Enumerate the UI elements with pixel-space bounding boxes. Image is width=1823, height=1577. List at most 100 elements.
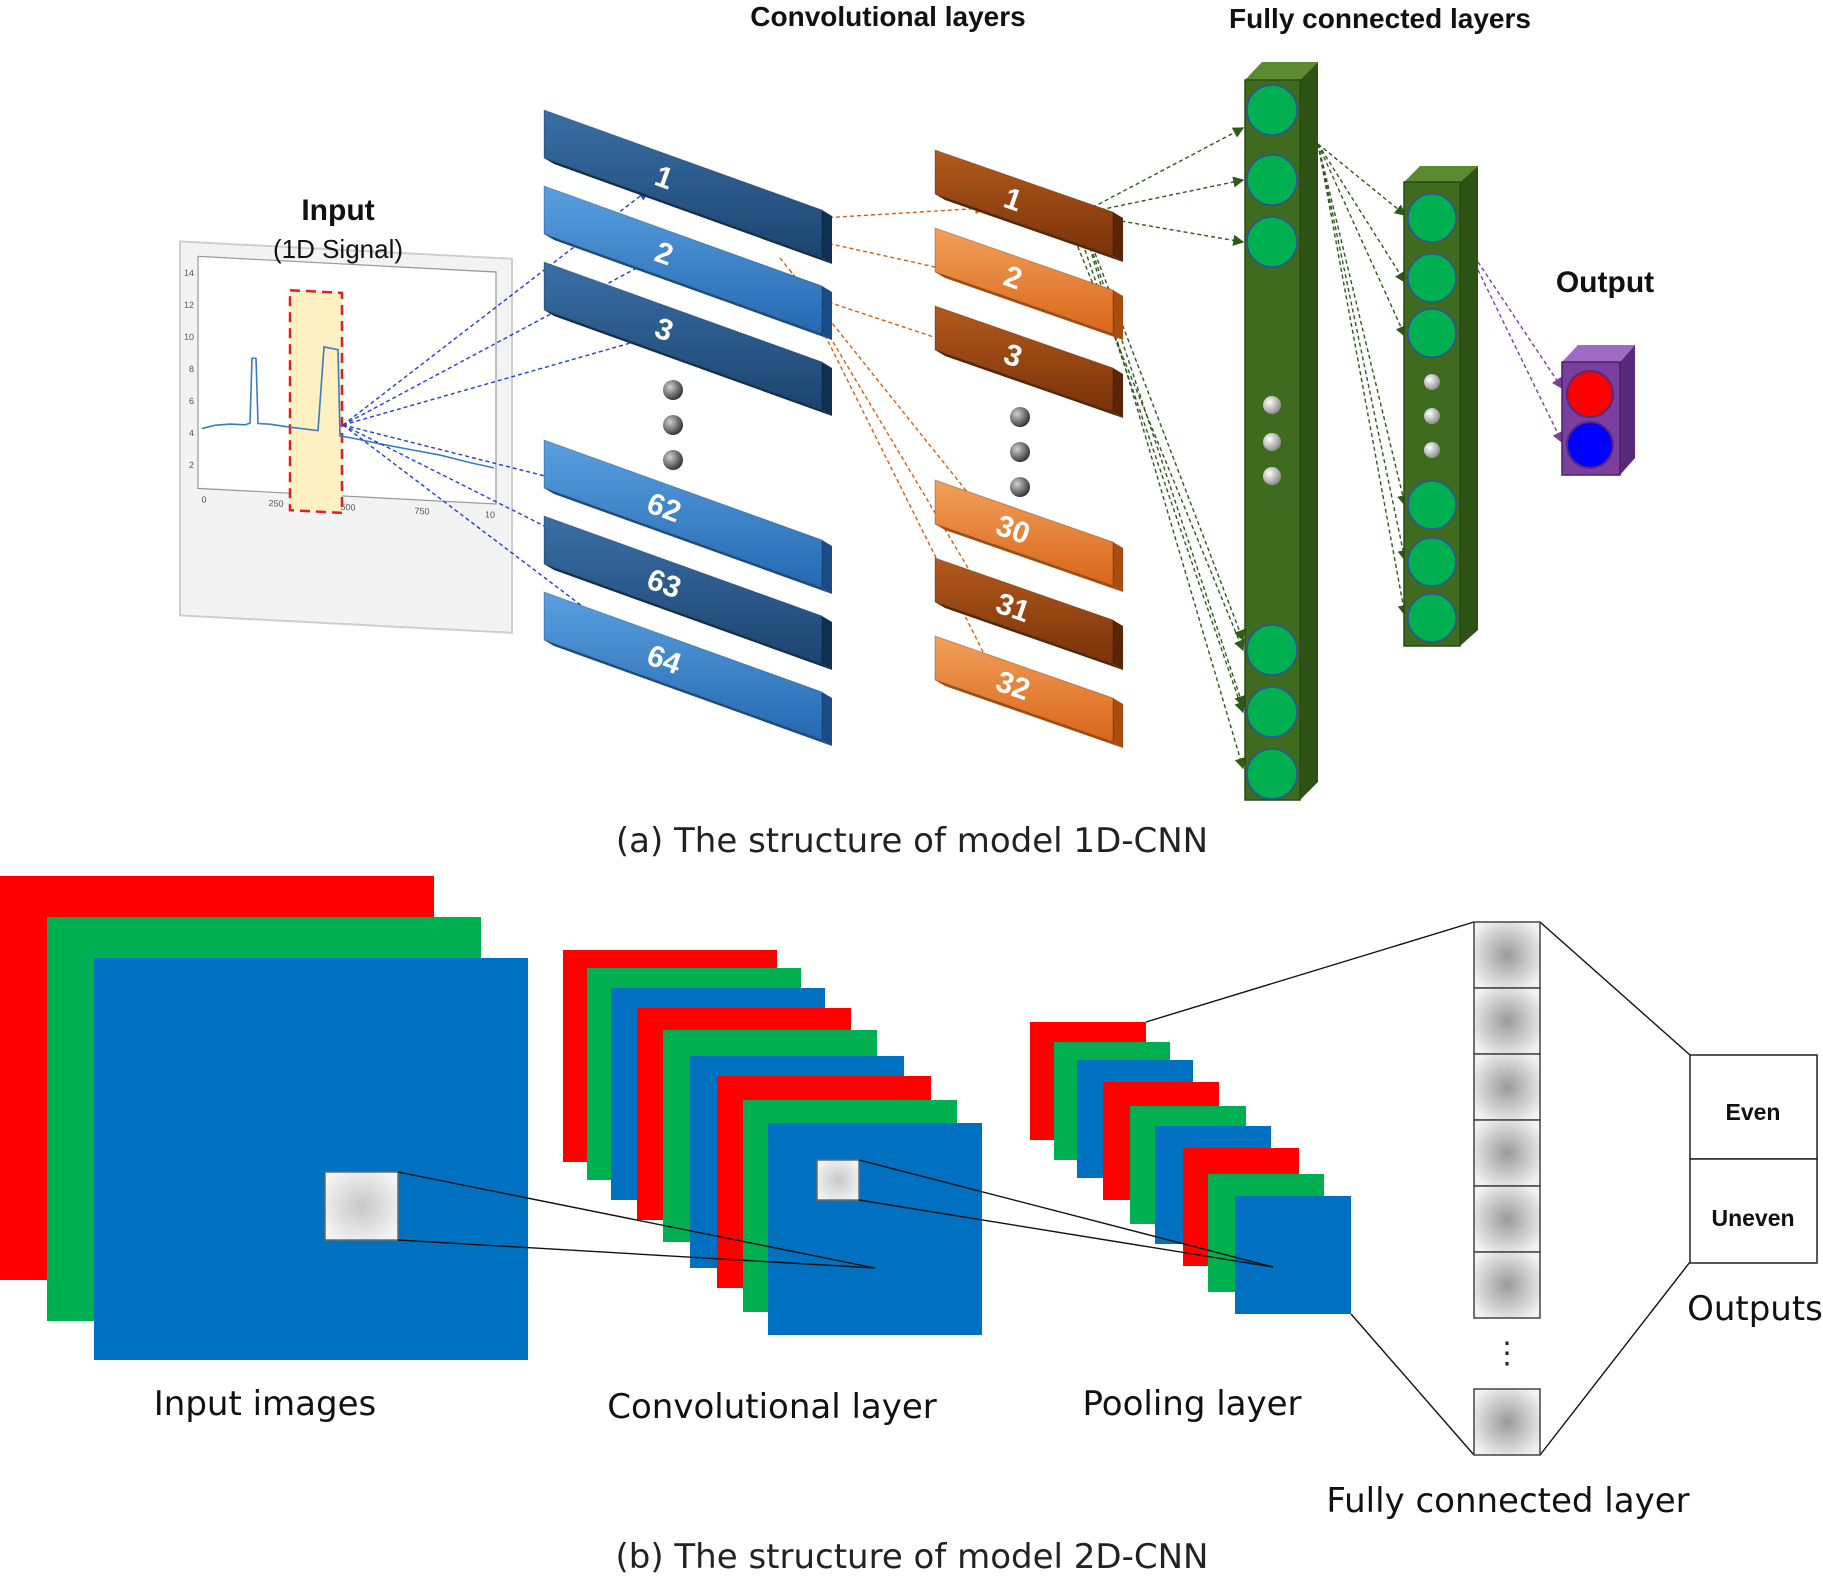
signal-y-tick: 10 <box>184 332 194 343</box>
fc1-to-fc2-arrow <box>1317 143 1407 216</box>
fc1-to-fc2-arrow <box>1317 143 1409 562</box>
filter-bottom-face <box>935 194 1123 262</box>
fc1-node <box>1246 84 1298 136</box>
conv2-filter-2: 2 <box>934 227 1123 340</box>
output-top-face <box>1562 345 1635 362</box>
fc2-ellipsis-dot <box>1424 408 1440 424</box>
filter-bottom-face <box>544 488 832 594</box>
ellipsis-dot <box>1010 442 1030 462</box>
conv2-to-fc1-arrow <box>1079 213 1245 642</box>
fc2-ellipsis-dot <box>1424 442 1440 458</box>
filter-front-face <box>543 261 823 411</box>
filter-front-face <box>934 227 1114 335</box>
fc1-ellipsis-dot <box>1263 433 1281 451</box>
conv2-filter-3: 3 <box>934 305 1123 418</box>
output-box <box>1561 345 1635 476</box>
fc2-node <box>1407 193 1457 243</box>
conv-receptive-patch <box>816 1159 860 1201</box>
fc-column <box>1473 921 1541 1456</box>
pooling-maps-stack <box>1030 1022 1351 1314</box>
filter-side-face <box>822 286 832 340</box>
fc1-node <box>1246 154 1298 206</box>
output-node-red <box>1566 370 1614 418</box>
fc2-to-output-arrow <box>1477 261 1563 390</box>
output-header: Output <box>1556 266 1654 299</box>
input-to-conv1-arrow <box>342 424 650 579</box>
fc1-to-fc2-arrow <box>1317 143 1407 338</box>
signal-x-tick: 500 <box>340 502 355 513</box>
fc-ellipsis: ⋮ <box>1492 1337 1522 1370</box>
pool-map-front <box>1235 1196 1351 1314</box>
outputs-box: Even Uneven <box>1689 1054 1818 1264</box>
projection-line <box>1350 1313 1475 1456</box>
projection-line <box>1539 921 1691 1056</box>
filter-front-face <box>934 479 1114 587</box>
signal-x-tick: 0 <box>201 495 206 505</box>
input-subtitle: (1D Signal) <box>273 234 403 264</box>
conv1-to-conv2-arrow <box>799 284 991 668</box>
filter-front-face <box>543 439 823 589</box>
input-to-conv1-arrow <box>342 189 650 426</box>
filter-front-face <box>934 305 1114 413</box>
input-image-blue <box>94 958 528 1360</box>
fc2-top-face <box>1404 166 1478 182</box>
conv2-to-fc1-arrow <box>1079 127 1245 215</box>
fc2-node <box>1407 537 1457 587</box>
fc-layers-header: Fully connected layers <box>1229 3 1531 34</box>
projection-line <box>858 1159 1274 1268</box>
conv1-filter-3: 3 <box>543 261 832 416</box>
output-class-cell <box>1689 1158 1818 1264</box>
conv-feature-maps-stack <box>563 950 982 1335</box>
output-class-uneven: Uneven <box>1711 1205 1794 1231</box>
conv1-ellipsis <box>663 380 683 470</box>
filter-side-face <box>1113 290 1123 340</box>
filter-bottom-face <box>935 602 1123 670</box>
projection-line <box>1539 1261 1691 1456</box>
filter-front-face <box>934 635 1114 743</box>
conv-map-front <box>768 1123 982 1335</box>
filter-bottom-face <box>544 564 832 670</box>
fc-layer-2 <box>1403 166 1478 647</box>
conv1-filter-2: 2 <box>543 185 832 340</box>
signal-y-tick: 6 <box>189 396 194 406</box>
signal-x-tick: 750 <box>414 506 429 517</box>
signal-y-tick: 14 <box>184 268 194 279</box>
fc1-node <box>1246 624 1298 676</box>
fc2-node <box>1407 593 1457 643</box>
fc1-to-fc2-arrow <box>1317 143 1409 507</box>
conv1-filter-64: 64 <box>543 591 832 746</box>
fc-neuron-cell <box>1473 987 1541 1055</box>
filter-front-face <box>543 591 823 741</box>
fc1-ellipsis-dot <box>1263 396 1281 414</box>
fc2-nodes <box>1407 193 1457 643</box>
output-side-face <box>1620 345 1635 475</box>
output-class-cell <box>1689 1054 1818 1160</box>
filter-front-face <box>543 109 823 259</box>
filter-bottom-face <box>935 680 1123 748</box>
ellipsis-dot <box>1010 407 1030 427</box>
conv2-filter-31: 31 <box>934 557 1123 670</box>
label-input-images: Input images <box>154 1384 376 1424</box>
signal-y-tick: 8 <box>189 364 194 374</box>
fc-neuron-cell <box>1473 1119 1541 1187</box>
label-conv-layer: Convolutional layer <box>607 1387 937 1427</box>
filter-front-face <box>934 149 1114 257</box>
signal-y-tick: 12 <box>184 300 194 311</box>
projection-line <box>858 1199 1274 1268</box>
signal-x-tick: 250 <box>268 498 283 509</box>
input-to-conv1-arrow <box>342 335 650 426</box>
conv-layers-header: Convolutional layers <box>750 1 1025 32</box>
projection-line <box>397 1171 876 1269</box>
fc1-ellipsis-dot <box>1263 467 1281 485</box>
projection-line <box>397 1239 876 1269</box>
filter-side-face <box>1113 620 1123 670</box>
fc-layer-1 <box>1244 62 1318 801</box>
fc-neuron-cell <box>1473 1053 1541 1121</box>
filter-front-face <box>543 185 823 335</box>
input-receptive-patch <box>324 1171 399 1241</box>
signal-plot-axes <box>197 255 497 505</box>
fc-neuron-cell <box>1473 1388 1541 1456</box>
